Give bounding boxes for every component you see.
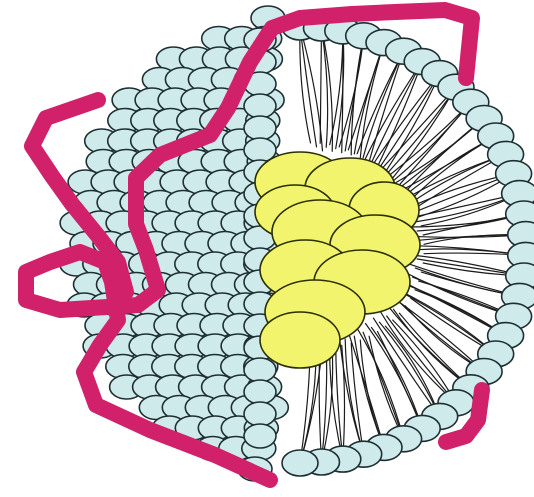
fatty-acid-tail [363,332,404,439]
fatty-acid-tail [348,332,384,447]
phospholipid-head [244,116,276,140]
phospholipid-head [244,402,276,426]
fatty-acid-tail [360,43,384,158]
fatty-acid-tail [363,51,404,158]
phospholipid-head [282,450,318,476]
phospholipid-head [244,424,276,448]
phospholipid-head [244,380,276,404]
fatty-acid-tail [372,62,423,163]
fatty-acid-tail [379,74,439,168]
fatty-acid-tail [373,318,439,416]
fatty-acid-tail [378,62,423,167]
fatty-acid-tail [300,27,323,151]
fatty-acid-tail [320,28,321,143]
phospholipid-head [244,358,276,382]
phospholipid-head [244,94,276,118]
fatty-acid-tail [330,31,343,145]
